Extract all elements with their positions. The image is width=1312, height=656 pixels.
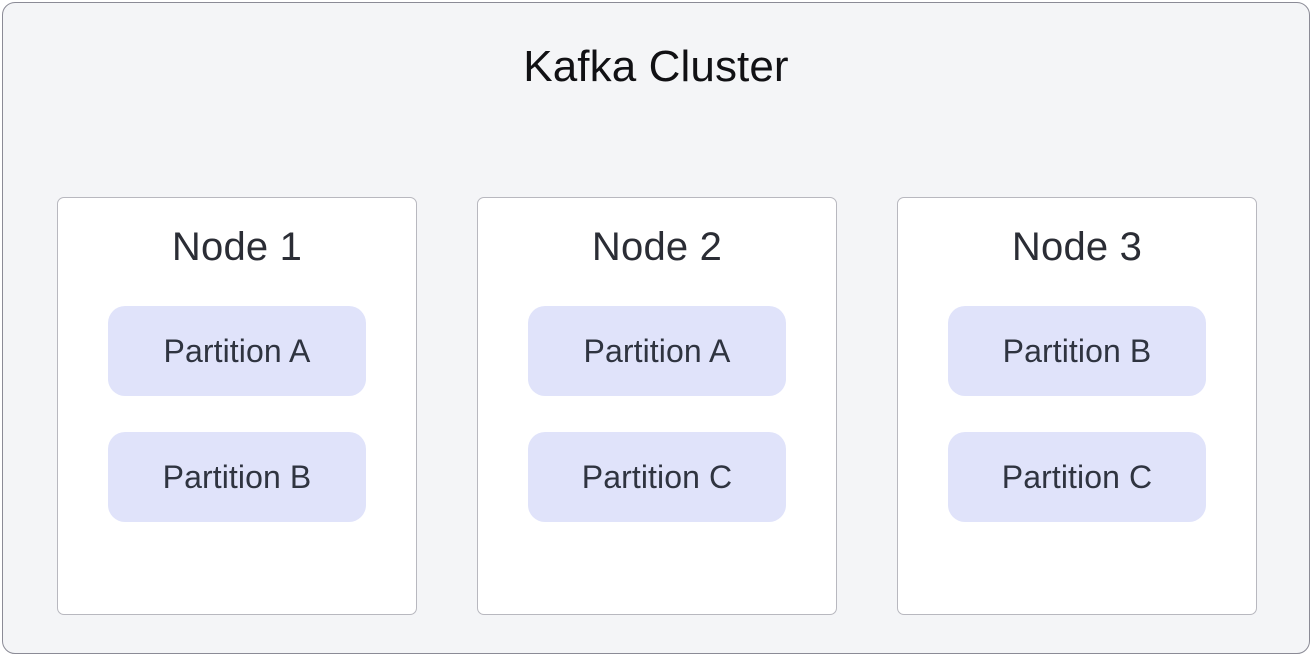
- partition-pill: Partition A: [528, 306, 786, 396]
- node-card-1: Node 1 Partition A Partition B: [57, 197, 417, 615]
- node-list: Node 1 Partition A Partition B Node 2 Pa…: [57, 197, 1257, 615]
- partition-list: Partition B Partition C: [948, 306, 1206, 522]
- node-card-2: Node 2 Partition A Partition C: [477, 197, 837, 615]
- partition-pill: Partition A: [108, 306, 366, 396]
- partition-pill: Partition B: [948, 306, 1206, 396]
- cluster-title: Kafka Cluster: [523, 42, 789, 91]
- node-title: Node 1: [171, 225, 303, 269]
- node-title: Node 3: [1011, 225, 1143, 269]
- partition-pill: Partition B: [108, 432, 366, 522]
- partition-pill: Partition C: [948, 432, 1206, 522]
- node-card-3: Node 3 Partition B Partition C: [897, 197, 1257, 615]
- partition-list: Partition A Partition B: [108, 306, 366, 522]
- partition-list: Partition A Partition C: [528, 306, 786, 522]
- partition-pill: Partition C: [528, 432, 786, 522]
- node-title: Node 2: [591, 225, 723, 269]
